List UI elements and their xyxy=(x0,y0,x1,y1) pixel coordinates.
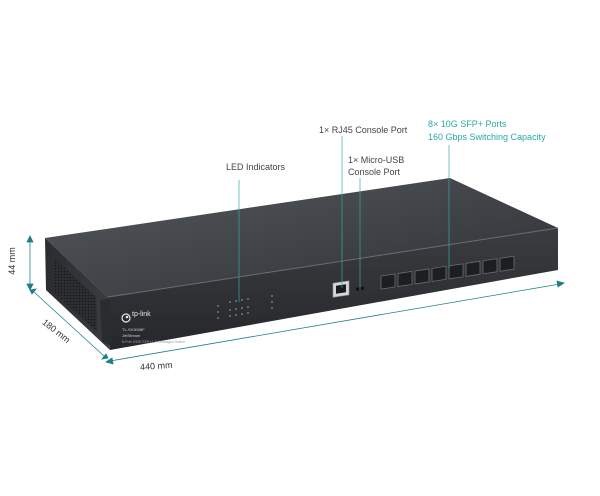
callout-sfp-line2: 160 Gbps Switching Capacity xyxy=(428,132,546,142)
tp-link-logo-icon xyxy=(121,313,131,323)
callout-usb-line1: 1× Micro-USB xyxy=(348,155,405,165)
rj45-console-port xyxy=(332,280,350,298)
led-indicators xyxy=(217,295,273,319)
chassis-top xyxy=(45,178,558,297)
rack-ear xyxy=(100,298,112,346)
sfp-port xyxy=(465,260,481,277)
model-name: TL-SX3008F xyxy=(122,327,145,332)
sfp-port xyxy=(380,273,396,290)
dimension-width xyxy=(105,280,565,365)
callout-sfp-line1: 8× 10G SFP+ Ports xyxy=(428,119,507,129)
side-vent xyxy=(54,258,97,332)
dimension-depth xyxy=(29,288,109,360)
sfp-port xyxy=(431,265,447,282)
callout-rj45-console: 1× RJ45 Console Port xyxy=(319,125,408,135)
sfp-port xyxy=(448,263,464,280)
sfp-ports xyxy=(380,255,515,290)
callout-led-indicators: LED Indicators xyxy=(226,162,286,172)
sfp-port xyxy=(414,268,430,285)
dimension-height-label: 44 mm xyxy=(6,247,17,275)
brand-name: tp-link xyxy=(132,311,151,318)
sfp-port xyxy=(397,270,413,287)
sfp-port xyxy=(499,255,515,272)
sfp-port xyxy=(482,258,498,275)
callout-usb-line2: Console Port xyxy=(348,167,401,177)
dimension-height xyxy=(26,235,34,291)
model-description: 8-Port 10GE SFP+ L2+ Managed Switch xyxy=(122,340,186,344)
jetstream-logo-icon: JetStream xyxy=(122,333,141,338)
